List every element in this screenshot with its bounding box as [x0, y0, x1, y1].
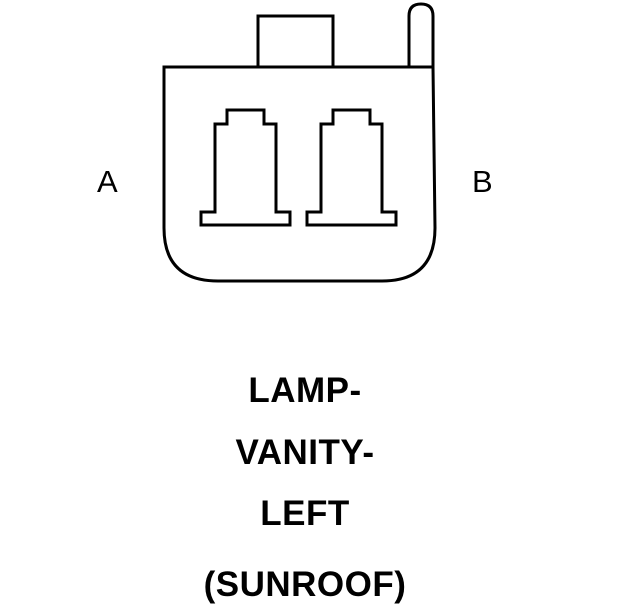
connector-body [162, 65, 437, 283]
connector-name-line-3: LEFT [260, 494, 350, 533]
connector-side-latch [407, 2, 435, 67]
pin-label-b: B [472, 164, 493, 199]
pin-label-a: A [97, 164, 118, 199]
connector-name-line-1: LAMP- [248, 371, 362, 410]
connector-variant-label: (SUNROOF) [203, 565, 407, 604]
connector-name-line-2: VANITY- [235, 433, 375, 472]
terminal-cavity-b [305, 108, 398, 227]
connector-top-tab [256, 14, 335, 69]
terminal-cavity-a [199, 108, 292, 227]
